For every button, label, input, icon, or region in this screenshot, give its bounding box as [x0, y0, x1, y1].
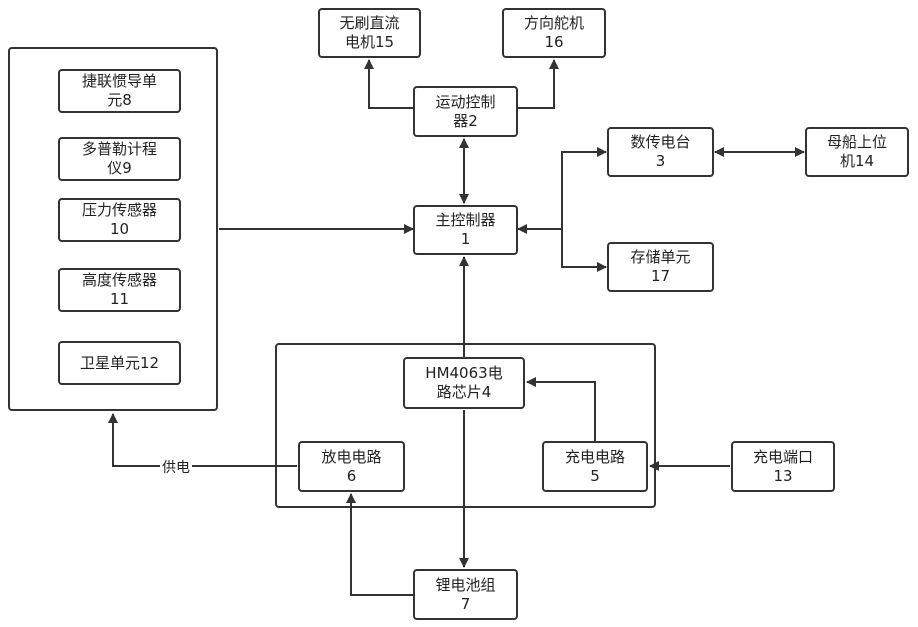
hm4063-chip-box: HM4063电 路芯片4 — [403, 357, 525, 409]
edge-motion-to-motor — [369, 60, 414, 108]
motion-controller-box: 运动控制 器2 — [413, 86, 518, 137]
power-supply-label: 供电 — [160, 457, 192, 477]
pressure-sensor-box: 压力传感器 10 — [58, 198, 181, 242]
edge-discharge-to-sensors — [113, 414, 297, 466]
storage-unit-box: 存储单元 17 — [607, 242, 714, 292]
battery-pack-box: 锂电池组 7 — [413, 569, 518, 620]
steering-servo-box: 方向舵机 16 — [502, 8, 606, 58]
edge-charge-to-chip — [527, 382, 595, 442]
discharge-circuit-box: 放电电路 6 — [298, 441, 405, 492]
brushless-motor-box: 无刷直流 电机15 — [318, 8, 421, 58]
dvl-box: 多普勒计程 仪9 — [58, 137, 181, 181]
ins-box: 捷联惯导单 元8 — [58, 69, 181, 113]
edge-motion-to-servo — [517, 60, 554, 108]
main-controller-box: 主控制器 1 — [413, 205, 518, 255]
data-radio-box: 数传电台 3 — [607, 127, 714, 177]
charge-circuit-box: 充电电路 5 — [542, 441, 648, 492]
satellite-unit-box: 卫星单元12 — [58, 341, 181, 385]
mother-ship-box: 母船上位 机14 — [805, 127, 909, 177]
edge-radio-main — [518, 152, 606, 229]
edge-battery-to-discharge — [351, 494, 414, 595]
edge-main-storage — [562, 229, 606, 267]
charge-port-box: 充电端口 13 — [731, 441, 835, 492]
altitude-sensor-box: 高度传感器 11 — [58, 268, 181, 312]
